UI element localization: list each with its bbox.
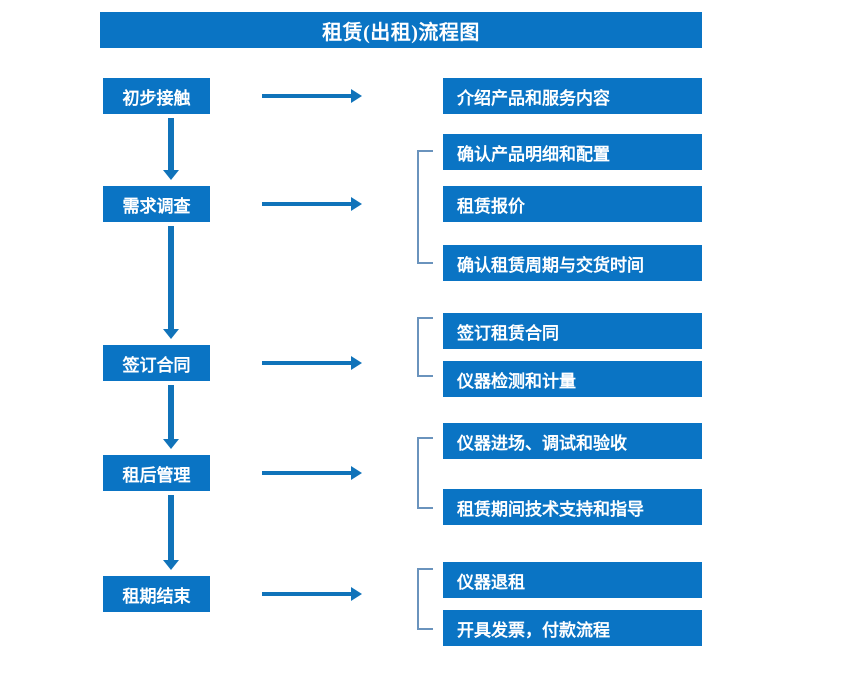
task-box-2-1[interactable]: 确认产品明细和配置 [443,134,702,170]
chart-title: 租赁(出租)流程图 [100,12,702,48]
task-box-2-2[interactable]: 租赁报价 [443,186,702,222]
task-box-5-1[interactable]: 仪器退租 [443,562,702,598]
group-bracket-3 [417,317,433,377]
task-box-2-3[interactable]: 确认租赁周期与交货时间 [443,245,702,281]
task-box-1-1[interactable]: 介绍产品和服务内容 [443,78,702,114]
horizontal-arrow-3 [262,354,362,372]
task-box-4-1[interactable]: 仪器进场、调试和验收 [443,423,702,459]
horizontal-arrow-1 [262,87,362,105]
vertical-arrow-4 [162,495,180,572]
horizontal-arrow-2 [262,195,362,213]
vertical-arrow-3 [162,385,180,451]
task-box-5-2[interactable]: 开具发票，付款流程 [443,610,702,646]
stage-box-3[interactable]: 签订合同 [103,345,210,381]
task-box-3-2[interactable]: 仪器检测和计量 [443,361,702,397]
horizontal-arrow-4 [262,464,362,482]
group-bracket-5 [417,568,433,630]
vertical-arrow-2 [162,226,180,341]
stage-box-4[interactable]: 租后管理 [103,455,210,491]
stage-box-5[interactable]: 租期结束 [103,576,210,612]
group-bracket-4 [417,437,433,509]
task-box-3-1[interactable]: 签订租赁合同 [443,313,702,349]
stage-box-2[interactable]: 需求调查 [103,186,210,222]
horizontal-arrow-5 [262,585,362,603]
stage-box-1[interactable]: 初步接触 [103,78,210,114]
group-bracket-2 [417,150,433,264]
task-box-4-2[interactable]: 租赁期间技术支持和指导 [443,489,702,525]
vertical-arrow-1 [162,118,180,182]
